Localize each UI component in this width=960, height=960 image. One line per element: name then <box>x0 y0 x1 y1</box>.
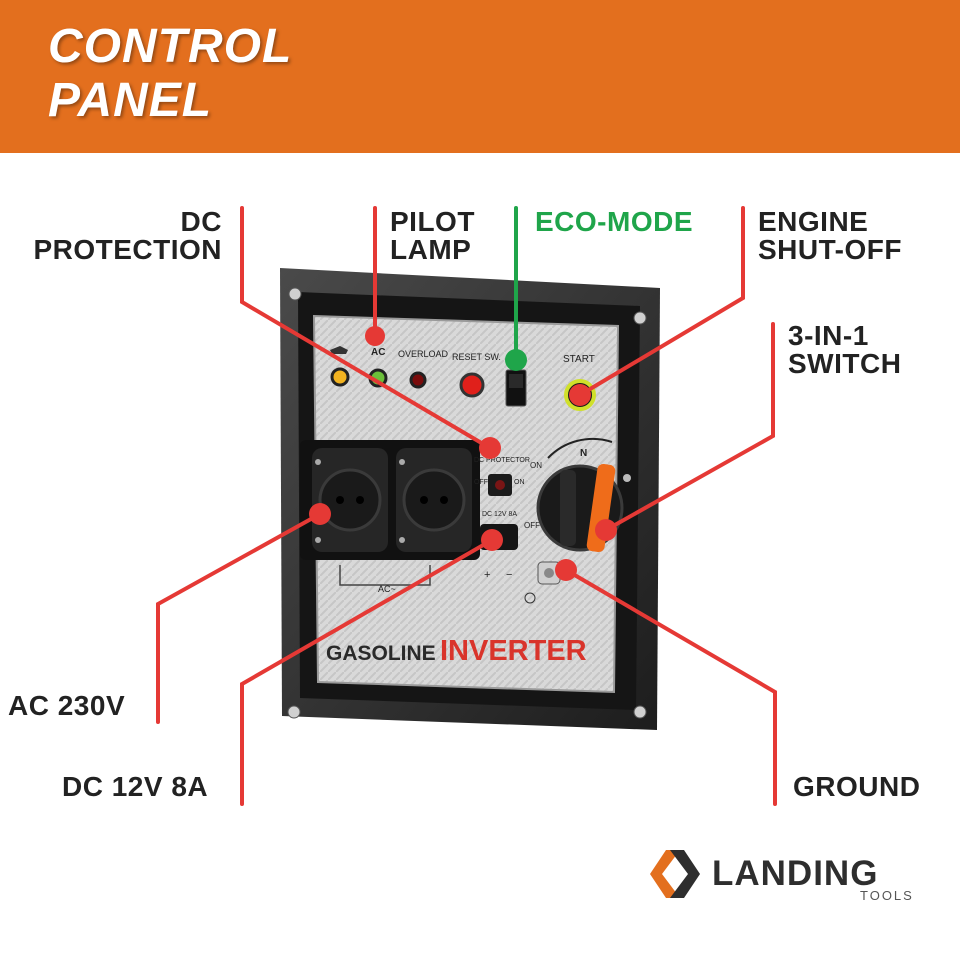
callout-dc-12v-line1: DC 12V 8A <box>62 771 209 802</box>
screw <box>633 705 647 719</box>
ac-socket-left[interactable] <box>312 448 388 552</box>
overload-label: OVERLOAD <box>398 349 449 359</box>
marker-engine-shutoff <box>569 384 591 406</box>
callout-three-in-one-line1: 3-IN-1 <box>788 320 869 351</box>
logo-mark-icon <box>650 850 700 898</box>
callout-ground: GROUND <box>793 773 920 801</box>
panel-brand-inverter: INVERTER <box>440 635 587 667</box>
callout-dc-protection-line1: DC <box>180 206 222 237</box>
marker-pilot-lamp <box>365 326 385 346</box>
callout-three-in-one-line2: SWITCH <box>788 348 902 379</box>
knob-arc <box>547 437 613 459</box>
leader-ground <box>564 568 777 806</box>
panel-brand-gasoline: GASOLINE <box>326 642 436 665</box>
knob-grip-orange <box>586 463 616 553</box>
callout-pilot-lamp-line2: LAMP <box>390 234 472 265</box>
ac-label: AC <box>371 347 385 358</box>
dc-on-label: ON <box>514 479 525 486</box>
dc-plus-label: + <box>484 569 490 581</box>
callout-eco-mode: ECO-MODE <box>535 208 693 236</box>
screw <box>633 311 647 325</box>
landing-tools-logo: LANDING TOOLS <box>648 846 938 906</box>
leader-dc-protection <box>240 206 492 450</box>
title-banner: CONTROL PANEL <box>0 0 960 153</box>
screw <box>287 705 301 719</box>
marker-three-in-one <box>595 519 617 541</box>
dc-rating-label: DC 12V 8A <box>482 511 517 518</box>
callout-pilot-lamp: PILOT LAMP <box>390 208 475 264</box>
leader-ac-230v <box>156 512 322 724</box>
knob-off-label: OFF <box>524 521 540 530</box>
screw <box>623 474 631 482</box>
page-title-line2: PANEL <box>48 74 213 127</box>
leader-engine-shutoff <box>578 206 745 397</box>
callout-dc-protection-line2: PROTECTION <box>33 234 222 265</box>
ground-terminal-bolt <box>544 568 554 578</box>
marker-ac-230v <box>309 503 331 525</box>
start-label: START <box>563 354 595 365</box>
marker-eco-mode <box>505 349 527 371</box>
page-title: CONTROL PANEL <box>48 20 292 128</box>
ac-socket-right[interactable] <box>396 448 472 552</box>
overload-lamp <box>409 371 427 389</box>
marker-dc-protection <box>479 437 501 459</box>
callout-dc-protection: DC PROTECTION <box>0 208 222 264</box>
dc-protector-knob <box>495 480 505 490</box>
screw <box>288 287 302 301</box>
marker-dc-12v <box>481 529 503 551</box>
oil-lamp <box>330 367 350 387</box>
knob-on-label: ON <box>530 461 542 470</box>
eco-switch-rocker <box>509 374 523 388</box>
marker-ground <box>555 559 577 581</box>
callout-dc-12v: DC 12V 8A <box>62 773 208 801</box>
reset-label: RESET SW. <box>452 352 501 362</box>
logo-name: LANDING <box>712 854 879 893</box>
reset-button[interactable] <box>459 372 485 398</box>
leader-dc-12v <box>240 538 494 806</box>
callout-engine-shutoff: ENGINE SHUT-OFF <box>758 208 902 264</box>
callout-ground-line1: GROUND <box>793 771 921 802</box>
leader-three-in-one <box>604 322 775 532</box>
logo-sub: TOOLS <box>860 888 914 903</box>
callout-engine-shutoff-line2: SHUT-OFF <box>758 234 902 265</box>
callout-eco-mode-line1: ECO-MODE <box>535 206 693 237</box>
oil-warning-icon <box>330 346 348 354</box>
ground-icon <box>524 592 536 604</box>
callout-ac-230v: AC 230V <box>8 692 125 720</box>
callout-pilot-lamp-line1: PILOT <box>390 206 475 237</box>
page-title-line1: CONTROL <box>48 20 293 73</box>
callout-engine-shutoff-line1: ENGINE <box>758 206 869 237</box>
knob-grip <box>560 470 576 546</box>
dc-minus-label: − <box>506 569 512 581</box>
dc-off-label: OFF <box>474 479 488 486</box>
ac-group-label: AC~ <box>378 584 396 594</box>
dc-protector-label: DC PROTECTOR <box>474 457 530 464</box>
callout-ac-230v-line1: AC 230V <box>8 690 126 721</box>
knob-top-label: N <box>580 448 587 459</box>
callout-three-in-one: 3-IN-1 SWITCH <box>788 322 901 378</box>
